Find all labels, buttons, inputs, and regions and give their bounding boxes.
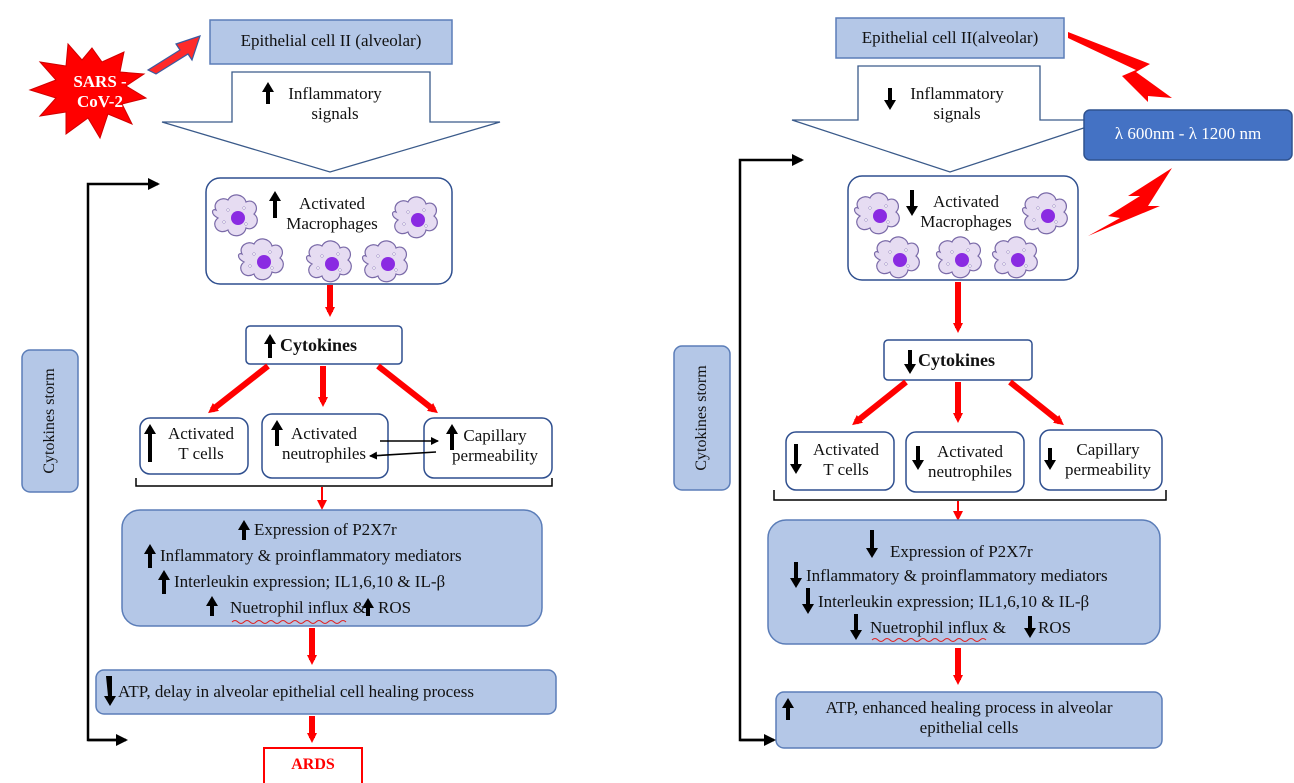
right-storm-text: Cytokines storm — [692, 365, 710, 471]
red-arrow — [376, 363, 438, 414]
right-nuetrophil-label: Nuetrophil influx & — [870, 618, 1006, 637]
right-neutrophiles-label: Activated neutrophiles — [918, 442, 1022, 481]
wavelength-label: λ 600nm - λ 1200 nm — [1114, 124, 1262, 143]
left-storm-text: Cytokines storm — [40, 368, 58, 474]
left-epithelial-label: Epithelial cell II (alveolar) — [240, 31, 422, 50]
left-capillary-line-1: Capillary — [463, 426, 527, 445]
left-p2x7r-label: Expression of P2X7r — [254, 520, 397, 539]
left-storm-box — [21, 349, 79, 493]
left-tcells-line-2: T cells — [178, 443, 224, 463]
left-inflammatory-arrow — [161, 71, 501, 173]
right-ros-label: ROS — [1038, 618, 1072, 637]
virus-label: SARS - CoV-2 — [50, 72, 150, 111]
down-arrow-icons — [104, 88, 1056, 706]
red-arrow — [208, 363, 270, 414]
red-arrow — [1008, 379, 1064, 426]
left-macrophages-line-1: Activated — [298, 194, 366, 213]
right-atp-line-1: ATP, enhanced healing process in alveola… — [825, 698, 1113, 717]
left-neutrophiles-label: Activated neutrophiles — [264, 424, 384, 463]
right-cytokines-box — [883, 339, 1033, 381]
red-arrow — [852, 379, 908, 426]
bracket — [135, 478, 553, 487]
right-storm-box — [673, 345, 731, 491]
right-atp-box — [775, 691, 1163, 749]
left-tcells-box — [139, 417, 249, 475]
left-tcells-label: Activated T cells — [158, 424, 244, 463]
right-capillary-box — [1039, 429, 1163, 491]
right-p2x7r-label: Expression of P2X7r — [890, 542, 1033, 561]
left-epithelial-box — [209, 19, 453, 65]
left-macrophages-line-2: Macrophages — [286, 213, 378, 233]
right-inflammatory-line-1: Inflammatory — [910, 84, 1004, 103]
virus-label-line-2: CoV-2 — [77, 91, 123, 111]
left-atp-label: ATP, delay in alveolar epithelial cell h… — [118, 682, 474, 701]
right-atp-line-2: epithelial cells — [919, 717, 1019, 737]
right-capillary-label: Capillary permeability — [1056, 440, 1160, 479]
right-tcells-box — [785, 431, 895, 491]
right-epithelial-box — [835, 17, 1065, 59]
right-neutro-line-1: Activated — [936, 442, 1004, 461]
right-macrophages-line-2: Macrophages — [920, 211, 1012, 231]
right-capillary-line-1: Capillary — [1076, 440, 1140, 459]
spell-underline — [871, 638, 987, 642]
light-bolt — [1068, 32, 1172, 102]
virus-burst — [28, 42, 148, 140]
left-inflammatory-line-2: signals — [311, 103, 359, 123]
ards-label: ARDS — [291, 756, 335, 773]
light-bolt — [1088, 168, 1172, 236]
right-neutro-line-2: neutrophiles — [927, 461, 1013, 481]
right-macrophages-line-1: Activated — [932, 192, 1000, 211]
right-expression-box — [767, 519, 1161, 645]
right-interleukin-label: Interleukin expression; IL1,6,10 & IL-β — [818, 592, 1090, 611]
bracket — [773, 490, 1167, 501]
left-tcells-line-1: Activated — [167, 424, 235, 443]
right-mediators-label: Inflammatory & proinflammatory mediators — [806, 566, 1108, 585]
left-inflammatory-label: Inflammatory signals — [270, 84, 400, 123]
right-macrophages-label: Activated Macrophages — [916, 192, 1016, 231]
left-capillary-line-2: permeability — [452, 445, 538, 465]
right-neutrophiles-box — [905, 431, 1025, 493]
left-expression-box — [121, 509, 543, 627]
virus-to-epithelial-arrow — [146, 35, 201, 75]
left-cytokines-box — [245, 325, 403, 365]
spell-underline — [231, 620, 347, 624]
right-atp-label: ATP, enhanced healing process in alveola… — [776, 698, 1162, 737]
up-arrow-icons — [144, 82, 794, 720]
left-mediators-label: Inflammatory & proinflammatory mediators — [160, 546, 462, 565]
exchange-arrow — [369, 451, 437, 460]
virus-label-line-1: SARS - — [73, 72, 127, 91]
left-neutro-line-1: Activated — [290, 424, 358, 443]
left-interleukin-label: Interleukin expression; IL1,6,10 & IL-β — [174, 572, 446, 591]
wavelength-box — [1083, 109, 1293, 161]
left-nuetrophil-label: Nuetrophil influx & — [230, 598, 366, 617]
right-tcells-line-2: T cells — [823, 459, 869, 479]
right-storm-label: Cytokines storm — [676, 346, 728, 490]
left-neutro-line-2: neutrophiles — [281, 443, 367, 463]
right-epithelial-label: Epithelial cell II(alveolar) — [861, 28, 1039, 47]
left-ros-label: ROS — [378, 598, 412, 617]
right-inflammatory-label: Inflammatory signals — [892, 84, 1022, 123]
right-tcells-label: Activated T cells — [802, 440, 890, 479]
left-macrophages-label: Activated Macrophages — [282, 194, 382, 233]
left-cytokines-label: Cytokines — [280, 335, 358, 355]
right-inflammatory-line-2: signals — [933, 103, 981, 123]
right-capillary-line-2: permeability — [1065, 459, 1151, 479]
right-tcells-line-1: Activated — [812, 440, 880, 459]
left-capillary-label: Capillary permeability — [440, 426, 550, 465]
left-storm-label: Cytokines storm — [24, 350, 76, 492]
left-neutrophiles-box — [261, 413, 389, 479]
right-cytokines-label: Cytokines — [918, 350, 996, 370]
ards-box — [263, 747, 363, 783]
right-inflammatory-arrow — [791, 65, 1109, 173]
left-inflammatory-line-1: Inflammatory — [288, 84, 382, 103]
left-atp-box — [95, 669, 557, 715]
